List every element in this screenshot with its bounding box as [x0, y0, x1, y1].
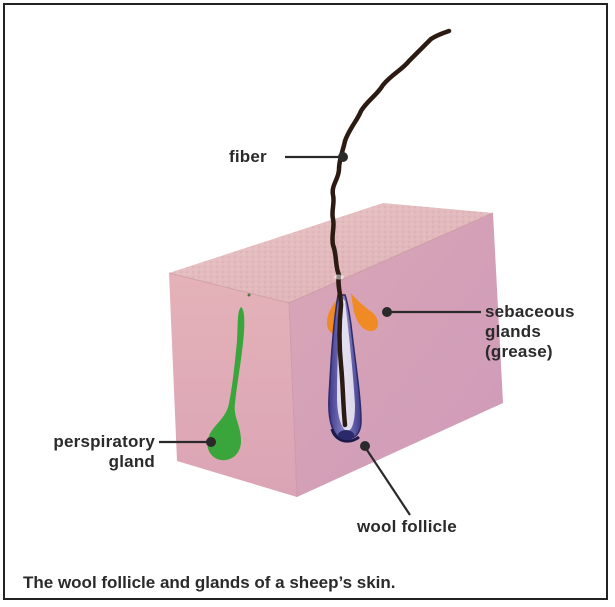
figure-frame: fiber sebaceous glands (grease) perspira… [3, 3, 608, 600]
figure-caption: The wool follicle and glands of a sheep’… [23, 573, 396, 593]
label-fiber: fiber [229, 147, 267, 167]
label-wool-follicle: wool follicle [357, 517, 457, 537]
sebaceous-leader-dot [382, 307, 392, 317]
label-perspiratory-line1: perspiratory [19, 432, 155, 452]
label-sebaceous-line2: glands [485, 322, 541, 342]
label-sebaceous-line3: (grease) [485, 342, 553, 362]
fiber-leader-dot [338, 152, 348, 162]
label-perspiratory-line2: gland [19, 452, 155, 472]
follicle-leader-dot [360, 441, 370, 451]
follicle-leader-line [365, 447, 410, 515]
perspiratory-leader-dot [206, 437, 216, 447]
label-sebaceous-line1: sebaceous [485, 302, 575, 322]
